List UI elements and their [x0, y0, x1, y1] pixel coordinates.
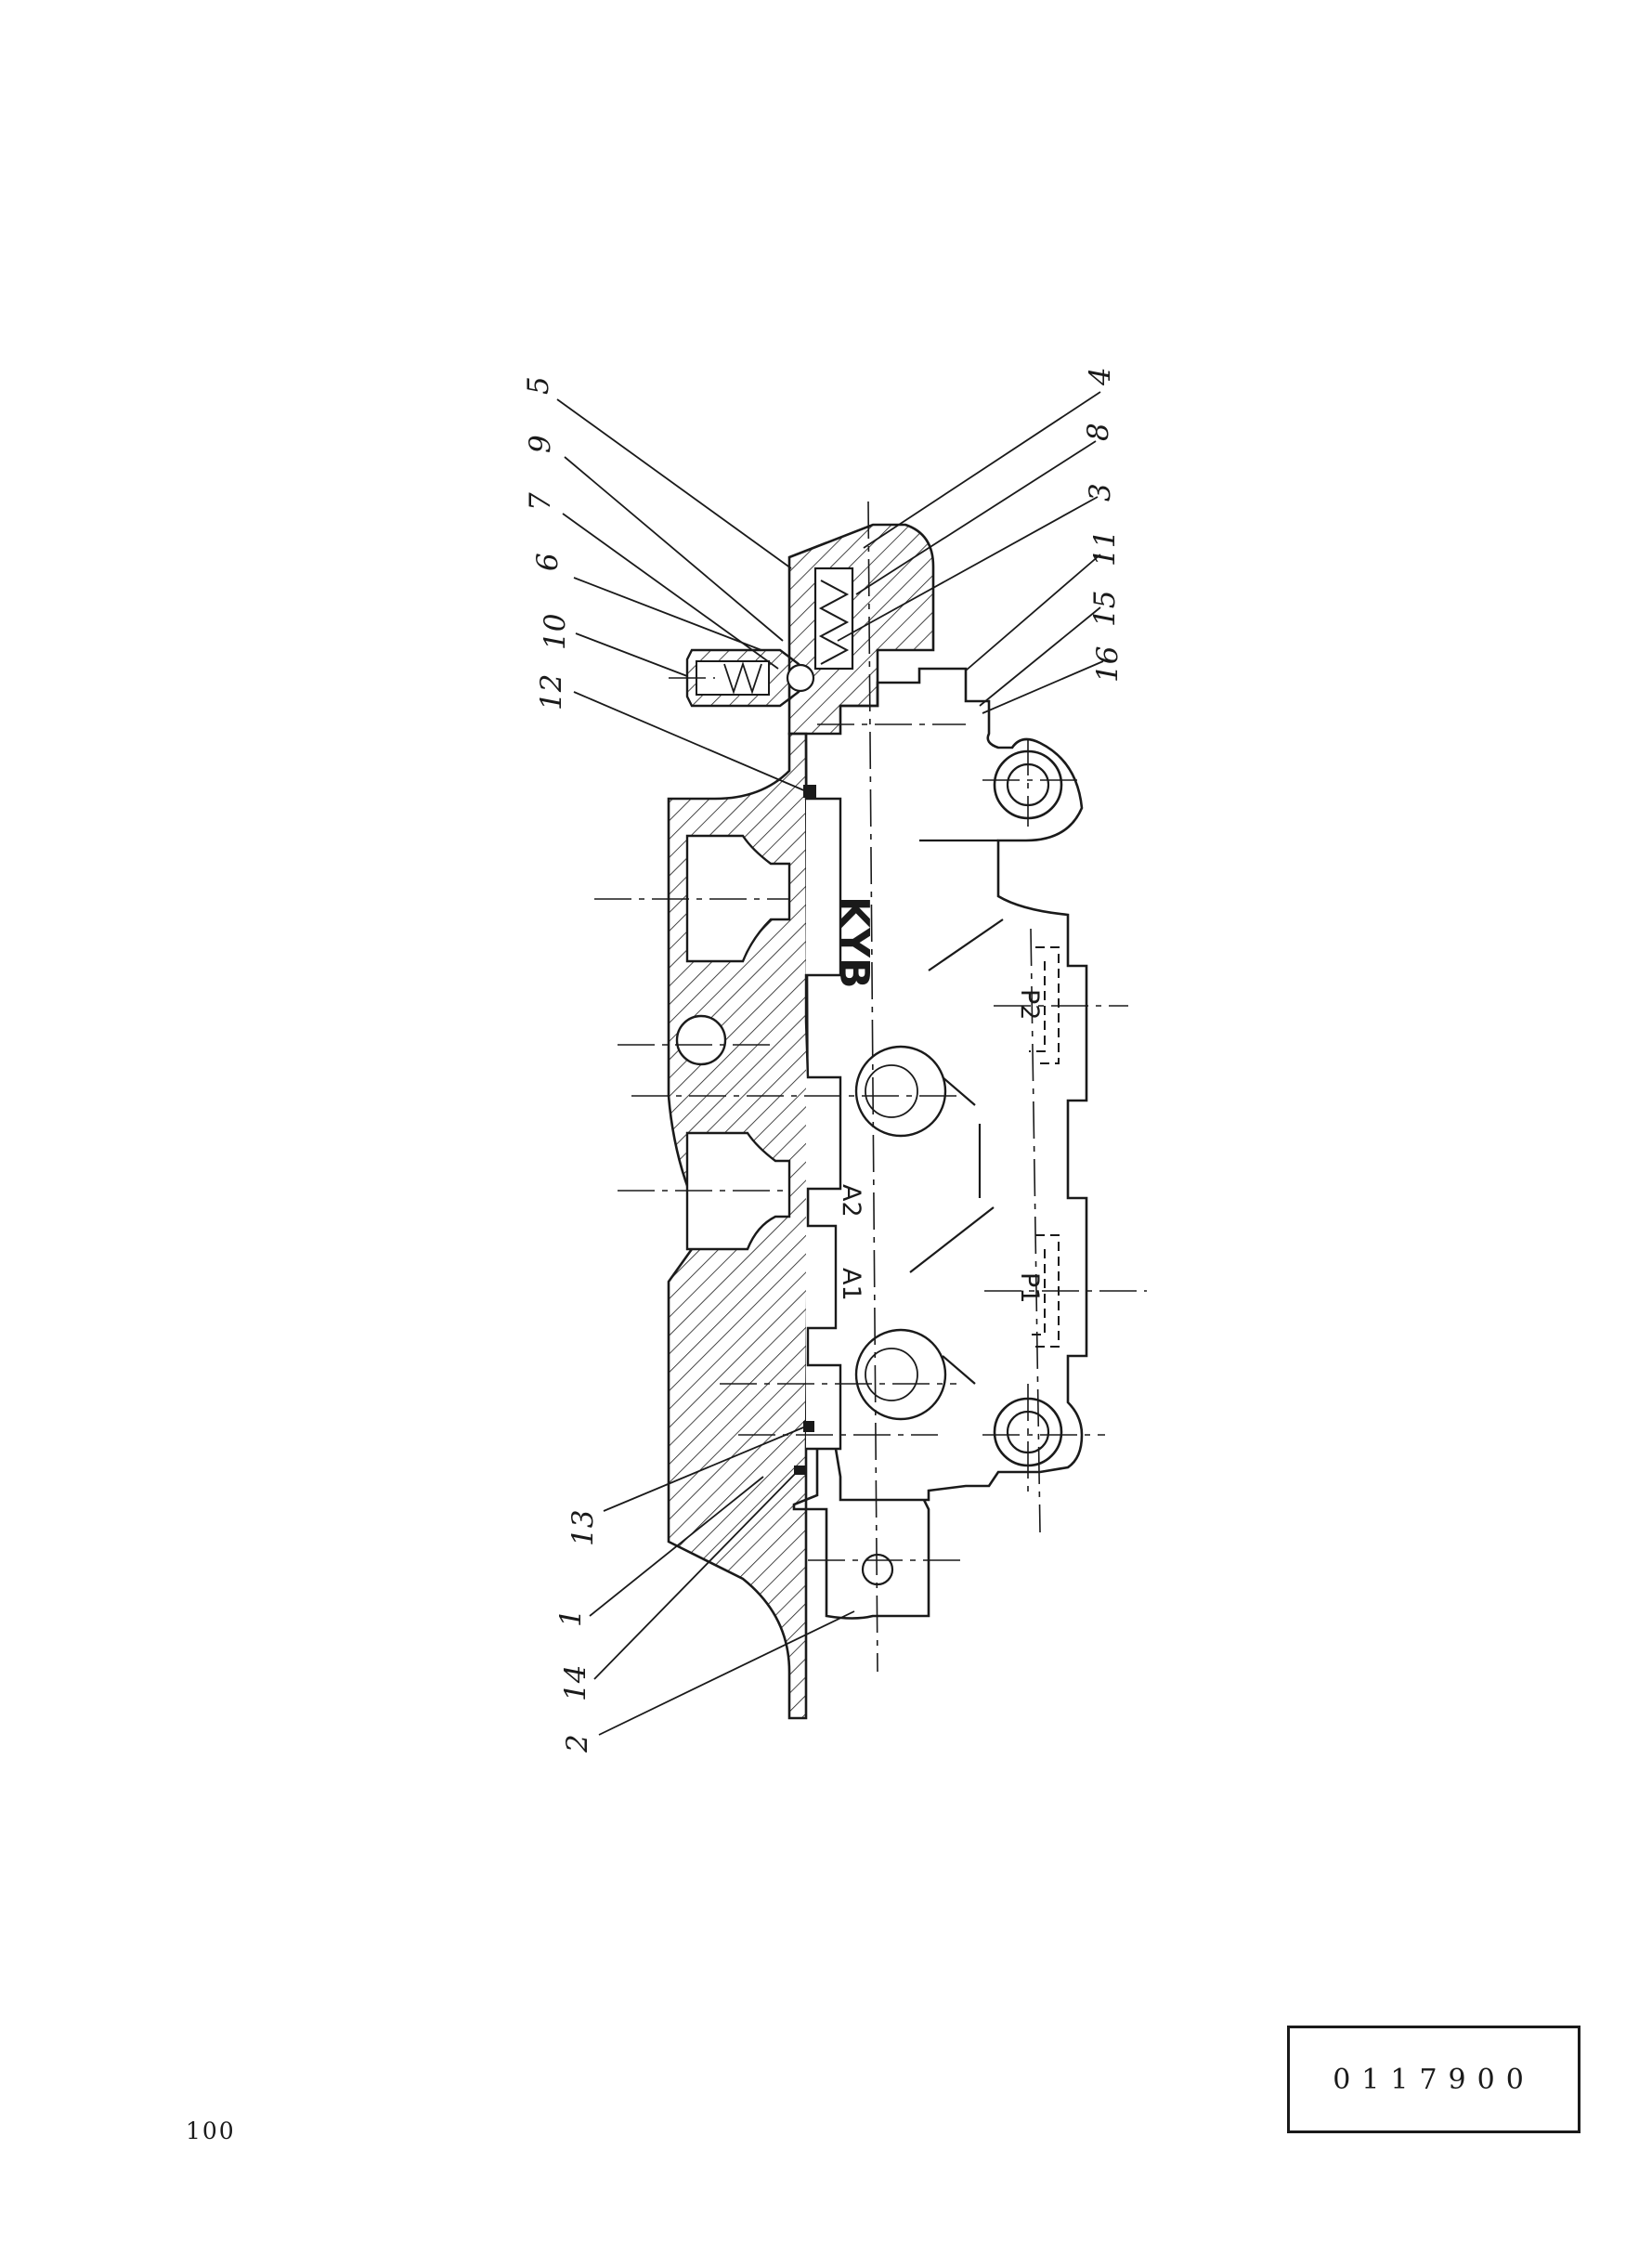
- center-lines: [594, 501, 1147, 1673]
- valve-body-outline: [834, 667, 1088, 1502]
- callout-1: 1: [554, 1609, 588, 1627]
- spool-port-lower-inner: [865, 1348, 918, 1401]
- spring-chamber: [813, 567, 854, 671]
- spring: [818, 580, 850, 665]
- callout-6: 6: [531, 553, 565, 571]
- passage-line: [909, 1206, 995, 1273]
- page-number: 100: [186, 2117, 236, 2144]
- plug-spring: [723, 661, 762, 695]
- drawing-number-box: 0117900: [1287, 2026, 1580, 2133]
- callout-8: 8: [1082, 423, 1115, 441]
- spool-bore-steps: [804, 734, 842, 1451]
- callout-14: 14: [559, 1665, 592, 1701]
- mounting-hole-body: [675, 1014, 727, 1066]
- spring-cap: [787, 523, 935, 736]
- callout-15: 15: [1088, 591, 1122, 627]
- port-label-a1: A1: [837, 1268, 865, 1301]
- callout-7: 7: [524, 492, 557, 511]
- callout-16: 16: [1091, 646, 1125, 683]
- passage-line: [942, 1076, 976, 1106]
- callout-4: 4: [1084, 367, 1117, 386]
- passage-line: [942, 1355, 976, 1385]
- leader-lines: [556, 391, 1104, 1736]
- drawing-number: 0117900: [1333, 2063, 1535, 2096]
- callout-12: 12: [535, 674, 568, 710]
- spool-port-lower: [854, 1328, 947, 1421]
- callout-2: 2: [561, 1734, 594, 1753]
- callout-3: 3: [1084, 483, 1117, 502]
- port-label-p2: P2: [1015, 989, 1044, 1020]
- seal-12: [803, 785, 816, 798]
- seal-14: [794, 1466, 805, 1475]
- spool-port-upper-inner: [865, 1064, 918, 1118]
- clevis-pin-hole: [861, 1553, 894, 1586]
- callout-9: 9: [524, 435, 557, 453]
- seal-13: [803, 1421, 814, 1432]
- callout-5: 5: [522, 376, 555, 395]
- port-label-p1: P1: [1015, 1272, 1044, 1303]
- spool-port-upper: [854, 1045, 947, 1138]
- callout-13: 13: [566, 1510, 600, 1546]
- brand-mark: KYB: [830, 896, 878, 989]
- spool-clevis: [792, 1449, 930, 1620]
- check-ball: [786, 663, 815, 693]
- callout-10: 10: [539, 614, 572, 650]
- port-label-a2: A2: [837, 1184, 865, 1218]
- passage-line: [928, 919, 1004, 971]
- callout-11: 11: [1088, 530, 1122, 567]
